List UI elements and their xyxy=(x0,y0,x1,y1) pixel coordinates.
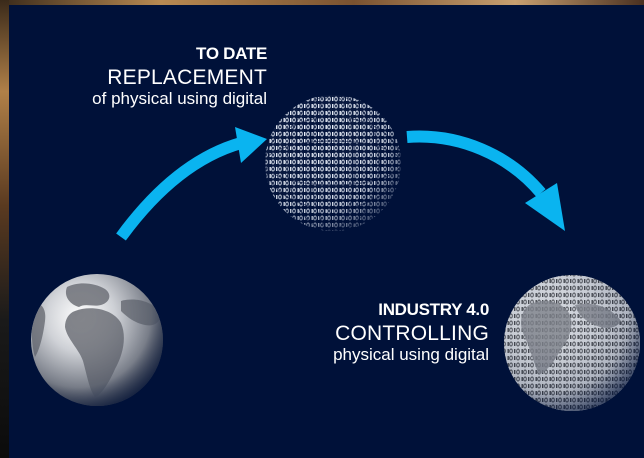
diagram-artwork xyxy=(31,95,640,411)
diagram-panel: TO DATE REPLACEMENT of physical using di… xyxy=(9,5,644,458)
arrow-down-icon xyxy=(406,130,565,231)
caption-subtitle: of physical using digital xyxy=(92,88,267,108)
caption-title: REPLACEMENT xyxy=(107,65,267,89)
photo-edge-top xyxy=(0,0,644,5)
caption-to-date: TO DATE REPLACEMENT of physical using di… xyxy=(49,44,267,108)
half-earth-half-binary-globe-icon xyxy=(504,275,640,411)
caption-title: CONTROLLING xyxy=(335,321,489,345)
binary-globe-icon xyxy=(265,95,401,231)
earth-globe-icon xyxy=(31,274,163,406)
caption-subtitle: physical using digital xyxy=(333,344,489,364)
arrow-up-icon xyxy=(116,127,267,241)
photo-edge-left xyxy=(0,0,9,458)
caption-heading: INDUSTRY 4.0 xyxy=(378,300,489,319)
caption-industry-4: INDUSTRY 4.0 CONTROLLING physical using … xyxy=(281,300,489,364)
caption-heading: TO DATE xyxy=(196,44,267,63)
